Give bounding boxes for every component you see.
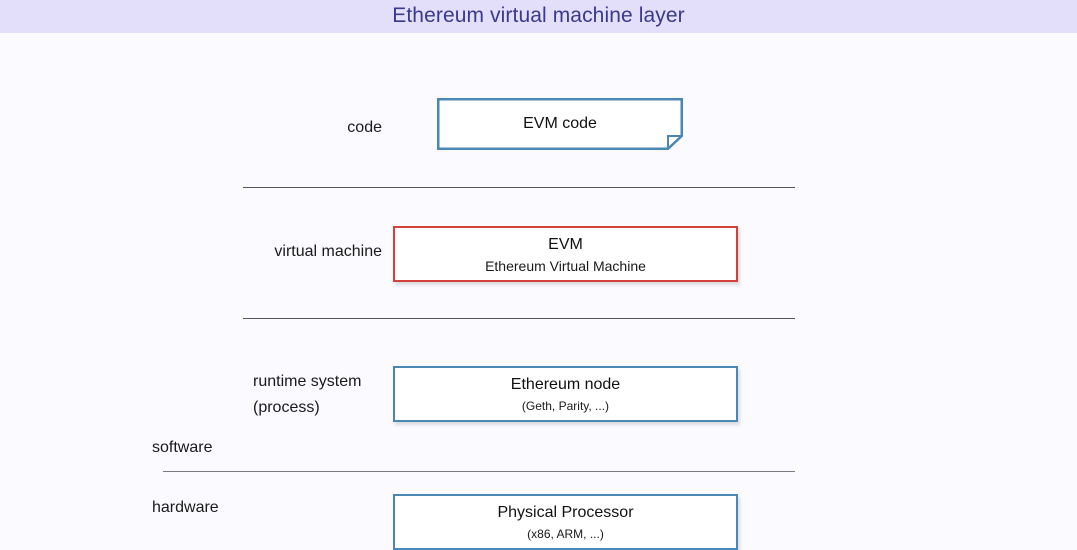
row-label-virtual-machine: virtual machine <box>274 243 382 260</box>
node-evm-code: EVM code <box>437 98 683 150</box>
divider-virtualmachine-runtime <box>243 318 795 319</box>
row-label-code: code <box>347 119 382 136</box>
node-physical-processor-subtitle: (x86, ARM, ...) <box>527 526 604 541</box>
node-ethereum-node-title: Ethereum node <box>510 375 621 393</box>
node-evm-title: EVM <box>548 235 583 253</box>
row-label-runtime-system: runtime system (process) <box>253 369 393 421</box>
node-evm-subtitle: Ethereum Virtual Machine <box>485 257 646 274</box>
document-shape-icon <box>437 98 683 150</box>
divider-software-hardware <box>163 471 795 472</box>
node-ethereum-node-subtitle: (Geth, Parity, ...) <box>521 398 610 413</box>
side-label-hardware: hardware <box>152 499 219 516</box>
side-label-software: software <box>152 439 213 456</box>
node-ethereum-node: Ethereum node (Geth, Parity, ...) <box>393 366 738 422</box>
row-label-runtime-system-line1: runtime system <box>253 373 362 390</box>
evm-layer-diagram: code EVM code virtual machine EVM Ethere… <box>0 33 1077 550</box>
node-evm-code-label: EVM code <box>523 115 597 132</box>
node-physical-processor-title: Physical Processor <box>497 503 634 521</box>
row-label-runtime-system-line2: (process) <box>253 399 320 416</box>
divider-code-virtualmachine <box>243 187 795 188</box>
page-title: Ethereum virtual machine layer <box>392 4 685 27</box>
slide-header-band <box>0 0 1077 33</box>
node-physical-processor: Physical Processor (x86, ARM, ...) <box>393 494 738 550</box>
node-evm: EVM Ethereum Virtual Machine <box>393 226 738 282</box>
